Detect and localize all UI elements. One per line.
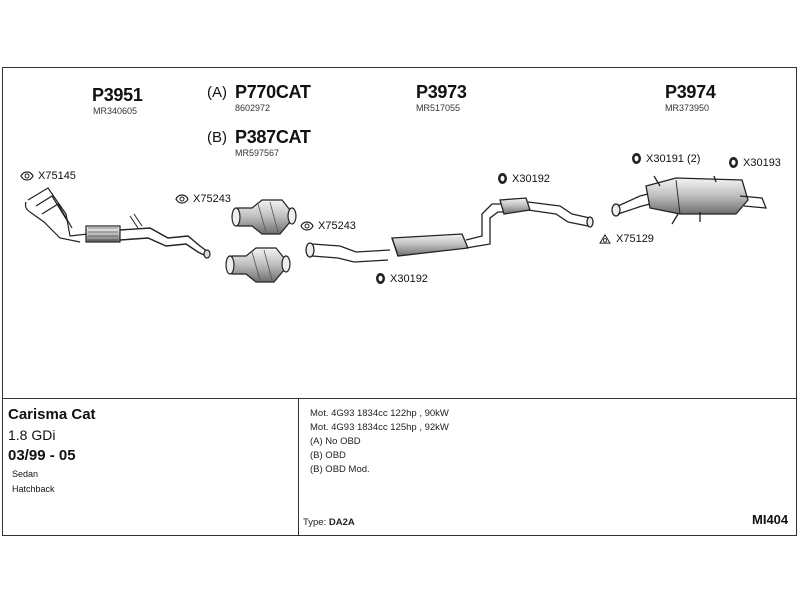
vehicle-years: 03/99 - 05 xyxy=(8,447,76,464)
middle-pipe xyxy=(305,197,594,263)
part-ref-p3974: MR373950 xyxy=(665,103,710,113)
vehicle-model: Carisma Cat xyxy=(8,406,96,423)
clamp-icon xyxy=(729,157,738,168)
label-x30192-b-text: X30192 xyxy=(390,272,428,285)
part-number-p3951: P3951 xyxy=(92,85,143,105)
clamp-icon xyxy=(498,173,507,184)
part-ref-p770cat: 8602972 xyxy=(235,103,271,113)
clamp-icon xyxy=(376,273,385,284)
catalyst-a xyxy=(231,199,297,235)
diagram-code: MI404 xyxy=(752,512,789,527)
part-number-p770cat: P770CAT xyxy=(235,82,311,102)
vehicle-body-sedan: Sedan xyxy=(12,469,39,479)
gasket-icon xyxy=(20,171,34,181)
label-x75243-b-text: X75243 xyxy=(318,220,356,232)
diagram-frame xyxy=(2,67,797,536)
divider-horizontal xyxy=(2,398,797,399)
part-number-p387cat: P387CAT xyxy=(235,127,311,147)
catalyst-b xyxy=(225,247,291,283)
vehicle-body-hatchback: Hatchback xyxy=(12,484,55,494)
label-x30192-a: X30192 xyxy=(497,172,550,185)
label-x75129: X75129 xyxy=(598,233,654,245)
label-x75145: X75145 xyxy=(20,170,76,182)
gasket-icon xyxy=(300,221,314,231)
label-x75129-text: X75129 xyxy=(616,233,654,245)
type-row: Type: DA2A xyxy=(303,516,355,530)
variant-b-prefix: (B) xyxy=(207,129,227,146)
part-number-p3973: P3973 xyxy=(416,82,467,102)
clamp-icon xyxy=(632,153,641,164)
gasket-triangle-icon xyxy=(599,234,611,244)
label-x30193: X30193 xyxy=(728,156,781,169)
label-x75145-text: X75145 xyxy=(38,170,76,182)
part-ref-p3951: MR340605 xyxy=(93,106,138,116)
label-x30192-b: X30192 xyxy=(375,272,428,285)
label-x75243-b: X75243 xyxy=(300,220,356,232)
label-x30193-text: X30193 xyxy=(743,156,781,169)
part-ref-p387cat: MR597567 xyxy=(235,148,280,158)
note-line: (B) OBD Mod. xyxy=(310,464,370,475)
note-line: Mot. 4G93 1834cc 125hp , 92kW xyxy=(310,422,449,433)
notes-list: Mot. 4G93 1834cc 122hp , 90kW Mot. 4G93 … xyxy=(310,407,449,477)
note-line: (A) No OBD xyxy=(310,436,361,447)
rear-silencer xyxy=(611,175,767,225)
vehicle-engine: 1.8 GDi xyxy=(8,427,56,443)
type-value: DA2A xyxy=(328,517,355,528)
type-label: Type: xyxy=(303,517,327,528)
label-x75243-a-text: X75243 xyxy=(193,193,231,205)
variant-a-prefix: (A) xyxy=(207,84,227,101)
part-number-p3974: P3974 xyxy=(665,82,716,102)
front-pipe-manifold xyxy=(24,187,211,259)
label-x30191-text: X30191 (2) xyxy=(646,152,701,165)
label-x75243-a: X75243 xyxy=(175,193,231,205)
divider-vertical xyxy=(298,398,299,536)
note-line: Mot. 4G93 1834cc 122hp , 90kW xyxy=(310,408,449,419)
note-line: (B) OBD xyxy=(310,450,346,461)
label-x30192-a-text: X30192 xyxy=(512,172,550,185)
part-ref-p3973: MR517055 xyxy=(416,103,461,113)
label-x30191: X30191 (2) xyxy=(631,152,700,165)
gasket-icon xyxy=(175,194,189,204)
